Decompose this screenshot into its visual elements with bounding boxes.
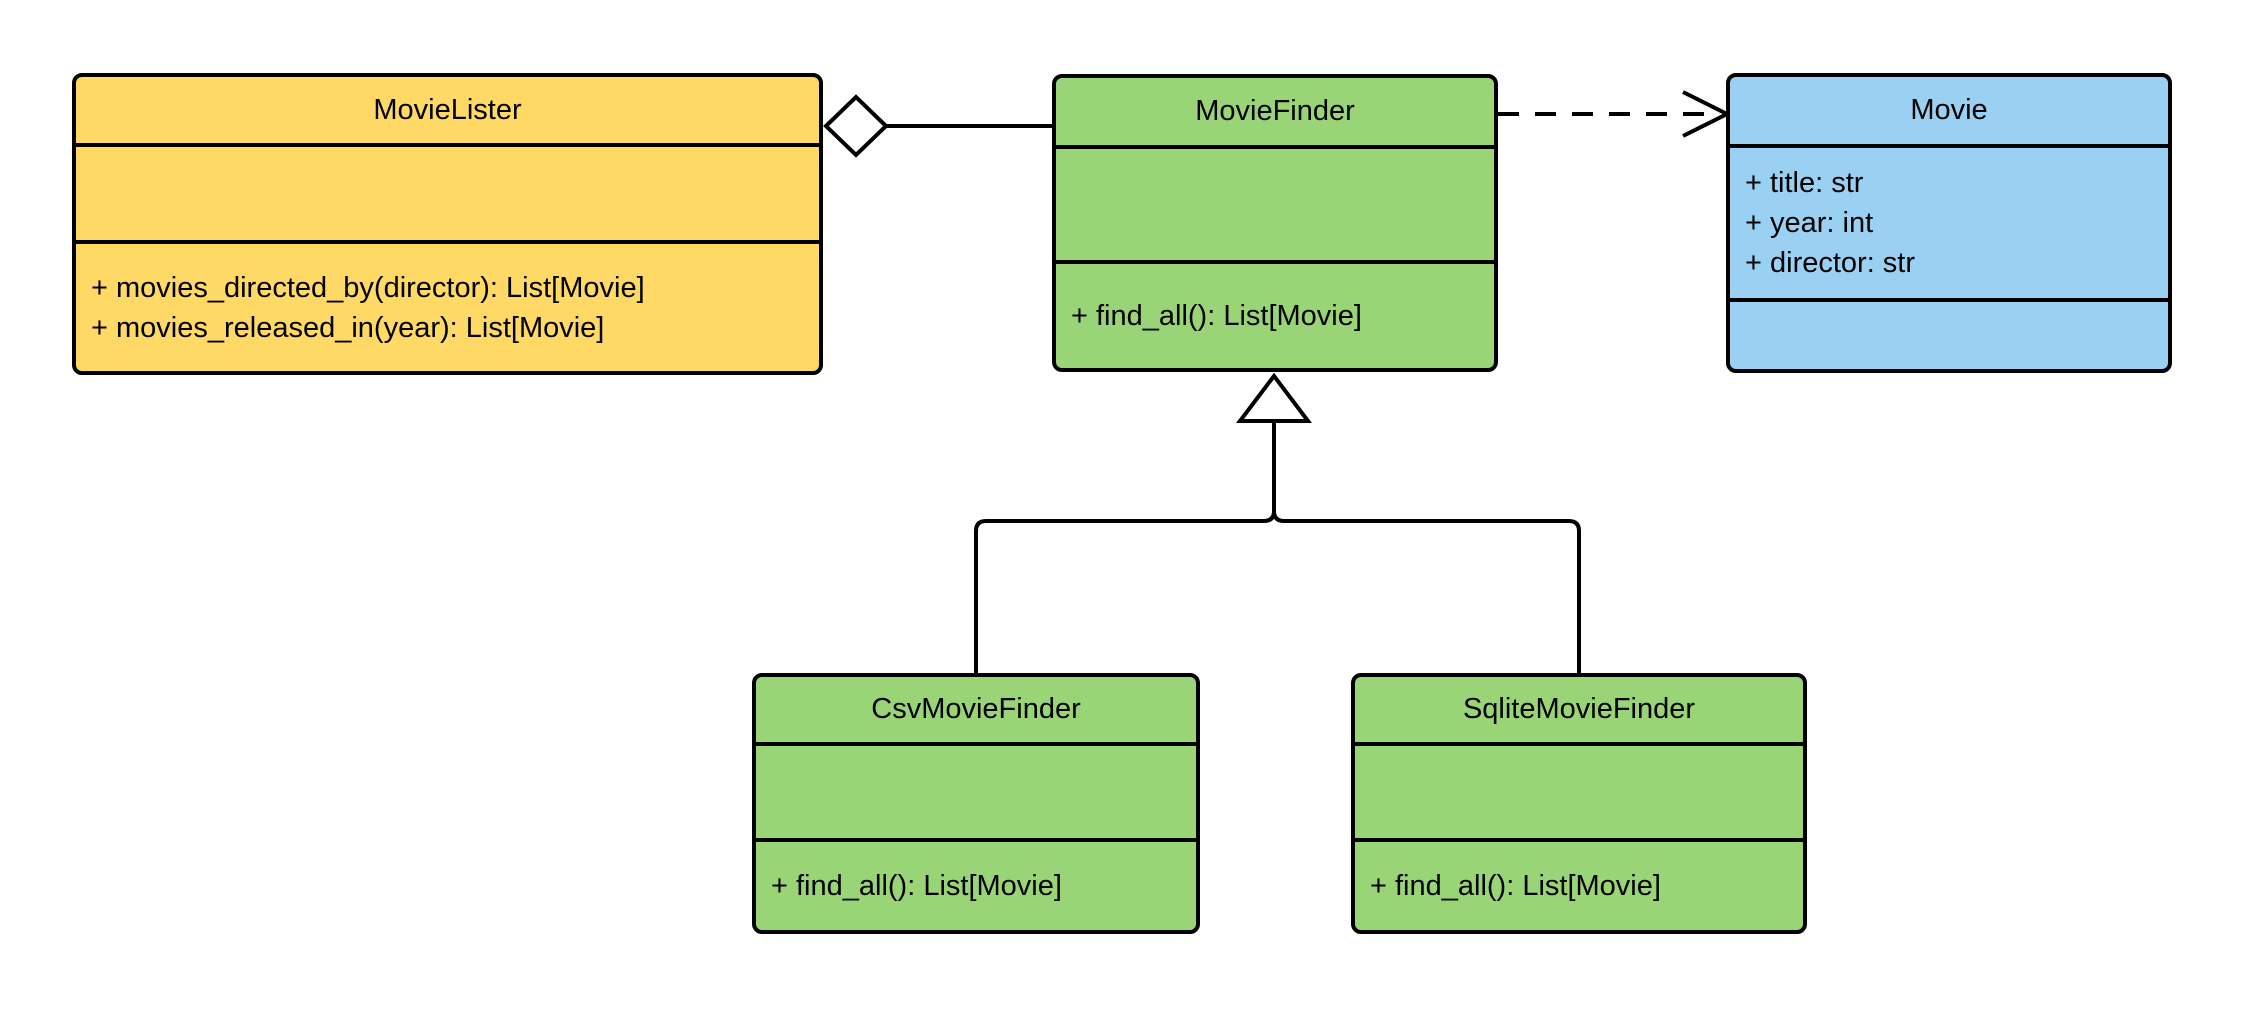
class-title: CsvMovieFinder <box>871 693 1081 725</box>
open-diamond-marker <box>823 94 889 158</box>
attributes-compartment <box>1355 742 1803 838</box>
attribute-item: + director: str <box>1745 247 1916 279</box>
class-box-sqlitemoviefinder: SqliteMovieFinder + find_all(): List[Mov… <box>1351 673 1807 934</box>
attributes-compartment <box>756 742 1196 838</box>
inheritance-line-left <box>974 423 1276 675</box>
inheritance-connector-sqlitemoviefinder <box>1272 423 1581 675</box>
class-box-movielister: MovieLister + movies_directed_by(directo… <box>72 73 823 375</box>
class-box-movie: Movie + title: str + year: int + directo… <box>1726 73 2172 373</box>
methods-compartment: + find_all(): List[Movie] <box>1056 260 1494 368</box>
attributes-compartment <box>76 143 819 240</box>
class-title: Movie <box>1910 94 1988 126</box>
class-title: MovieLister <box>373 93 522 126</box>
method-item: + find_all(): List[Movie] <box>1071 300 1362 332</box>
class-box-moviefinder: MovieFinder + find_all(): List[Movie] <box>1052 74 1498 372</box>
dependency-connector-moviefinder-movie <box>1498 90 1732 138</box>
method-item: + movies_directed_by(director): List[Mov… <box>91 271 645 304</box>
methods-compartment: + movies_directed_by(director): List[Mov… <box>76 240 819 371</box>
inheritance-connector-csvmoviefinder <box>974 423 1276 675</box>
method-item: + find_all(): List[Movie] <box>1370 870 1661 902</box>
inheritance-line-right <box>1272 423 1581 675</box>
attributes-compartment <box>1056 145 1494 260</box>
class-box-csvmoviefinder: CsvMovieFinder + find_all(): List[Movie] <box>752 673 1200 934</box>
hollow-triangle-marker <box>1235 372 1313 423</box>
methods-compartment: + find_all(): List[Movie] <box>756 838 1196 930</box>
method-item: + find_all(): List[Movie] <box>771 870 1062 902</box>
attribute-item: + year: int <box>1745 207 1874 239</box>
methods-compartment <box>1730 298 2168 369</box>
attributes-compartment: + title: str + year: int + director: str <box>1730 144 2168 298</box>
methods-compartment: + find_all(): List[Movie] <box>1355 838 1803 930</box>
class-title: MovieFinder <box>1195 95 1355 127</box>
method-item: + movies_released_in(year): List[Movie] <box>91 311 605 344</box>
aggregation-connector-movielister-moviefinder <box>823 94 1054 158</box>
class-title: SqliteMovieFinder <box>1462 693 1696 725</box>
attribute-item: + title: str <box>1745 167 1864 199</box>
